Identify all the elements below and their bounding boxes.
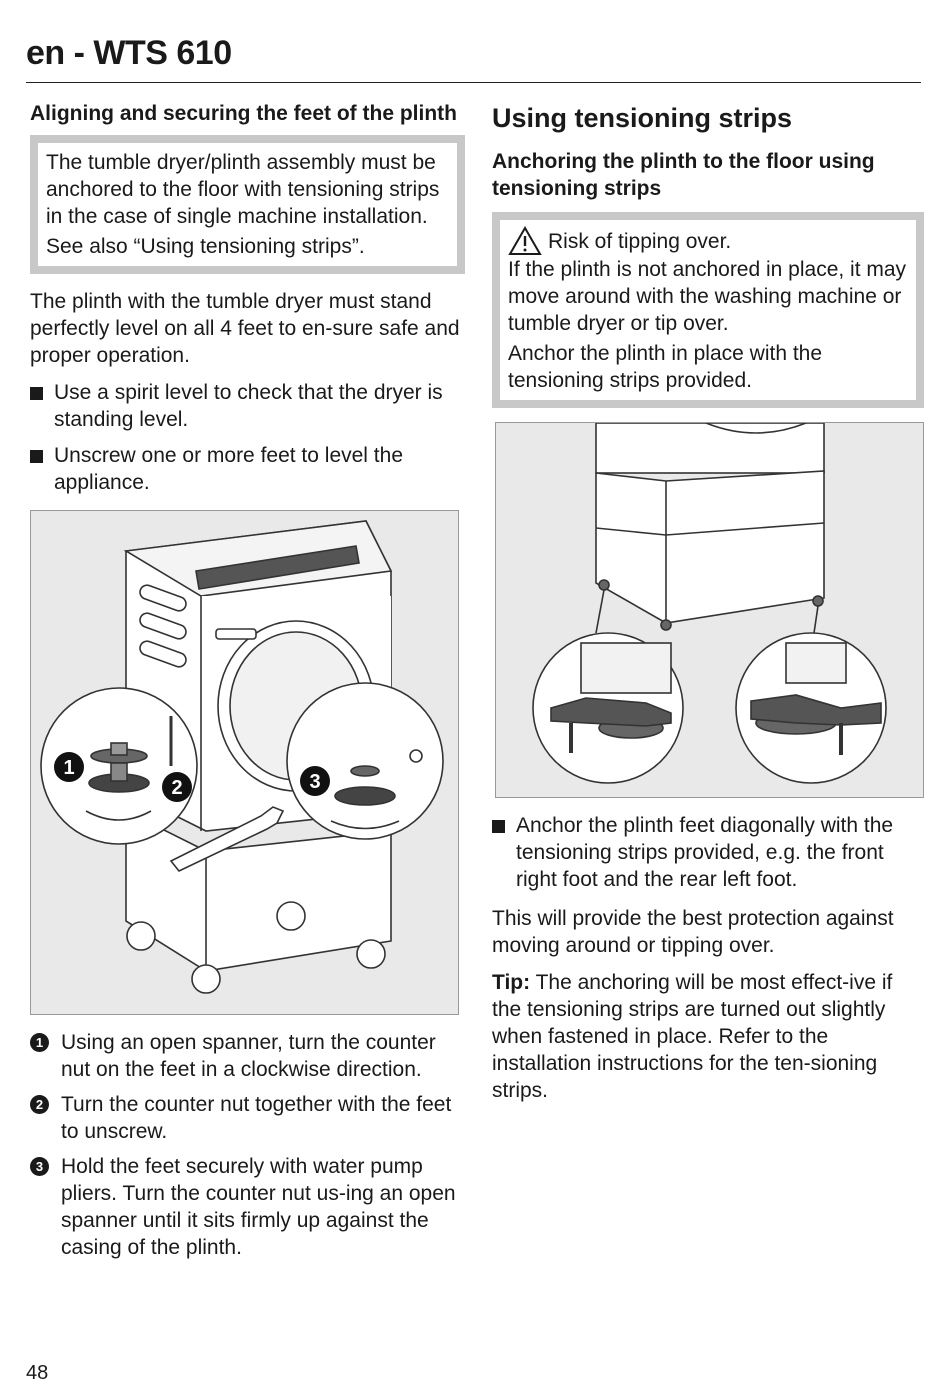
intro-paragraph: The plinth with the tumble dryer must st…	[30, 290, 460, 367]
tensioning-strip-illustration	[532, 423, 887, 784]
note-box-anchoring: The tumble dryer/plinth assembly must be…	[30, 135, 465, 274]
subheading-anchoring: Anchoring the plinth to the floor using …	[492, 150, 875, 200]
bullet-item: Anchor the plinth feet diagonally with t…	[492, 812, 924, 893]
tip-label: Tip:	[492, 971, 531, 994]
note-line: The tumble dryer/plinth assembly must be…	[46, 151, 440, 228]
page-number: 48	[26, 1362, 49, 1384]
protection-paragraph: This will provide the best protection ag…	[492, 907, 894, 957]
header-rule	[26, 82, 921, 83]
page-title: en - WTS 610	[26, 34, 232, 72]
svg-text:1: 1	[63, 757, 74, 779]
figure-levelling-feet: 1 2 3	[30, 510, 459, 1015]
step-item: 3 Hold the feet securely with water pump…	[30, 1153, 465, 1261]
warning-text: Anchor the plinth in place with the tens…	[508, 342, 823, 392]
step-text: Using an open spanner, turn the counter …	[61, 1031, 436, 1081]
step-text: Turn the counter nut together with the f…	[61, 1093, 452, 1143]
step-item: 2 Turn the counter nut together with the…	[30, 1091, 465, 1145]
warning-box: Risk of tipping over. If the plinth is n…	[492, 212, 924, 408]
warning-header: Risk of tipping over.	[508, 226, 908, 256]
step-number-badge: 2	[30, 1095, 49, 1114]
dryer-levelling-illustration: 1 2 3	[40, 520, 444, 994]
tip-paragraph: Tip: The anchoring will be most effect-i…	[492, 969, 924, 1104]
note-line: See also “Using tensioning strips”.	[46, 235, 365, 258]
bullet-item: Use a spirit level to check that the dry…	[30, 379, 465, 433]
section-title-tensioning-strips: Using tensioning strips	[492, 103, 793, 133]
left-column: Aligning and securing the feet of the pl…	[30, 100, 465, 1269]
warning-triangle-icon	[508, 226, 542, 255]
step-number-badge: 1	[30, 1033, 49, 1052]
figure-tensioning-strips	[495, 422, 924, 798]
tip-text: The anchoring will be most effect-ive if…	[492, 971, 893, 1102]
warning-text: If the plinth is not anchored in place, …	[508, 258, 907, 335]
callout-2: 2	[162, 772, 192, 802]
step-number-badge: 3	[30, 1157, 49, 1176]
callout-1: 1	[54, 752, 84, 782]
svg-text:2: 2	[171, 777, 182, 799]
step-text: Hold the feet securely with water pump p…	[61, 1155, 456, 1259]
warning-title: Risk of tipping over.	[548, 229, 732, 253]
section-heading-aligning-feet: Aligning and securing the feet of the pl…	[30, 102, 457, 125]
callout-3: 3	[300, 766, 330, 796]
right-column: Using tensioning strips Anchoring the pl…	[492, 100, 924, 1114]
bullet-item: Unscrew one or more feet to level the ap…	[30, 442, 465, 496]
svg-text:3: 3	[309, 771, 320, 793]
step-item: 1 Using an open spanner, turn the counte…	[30, 1029, 465, 1083]
